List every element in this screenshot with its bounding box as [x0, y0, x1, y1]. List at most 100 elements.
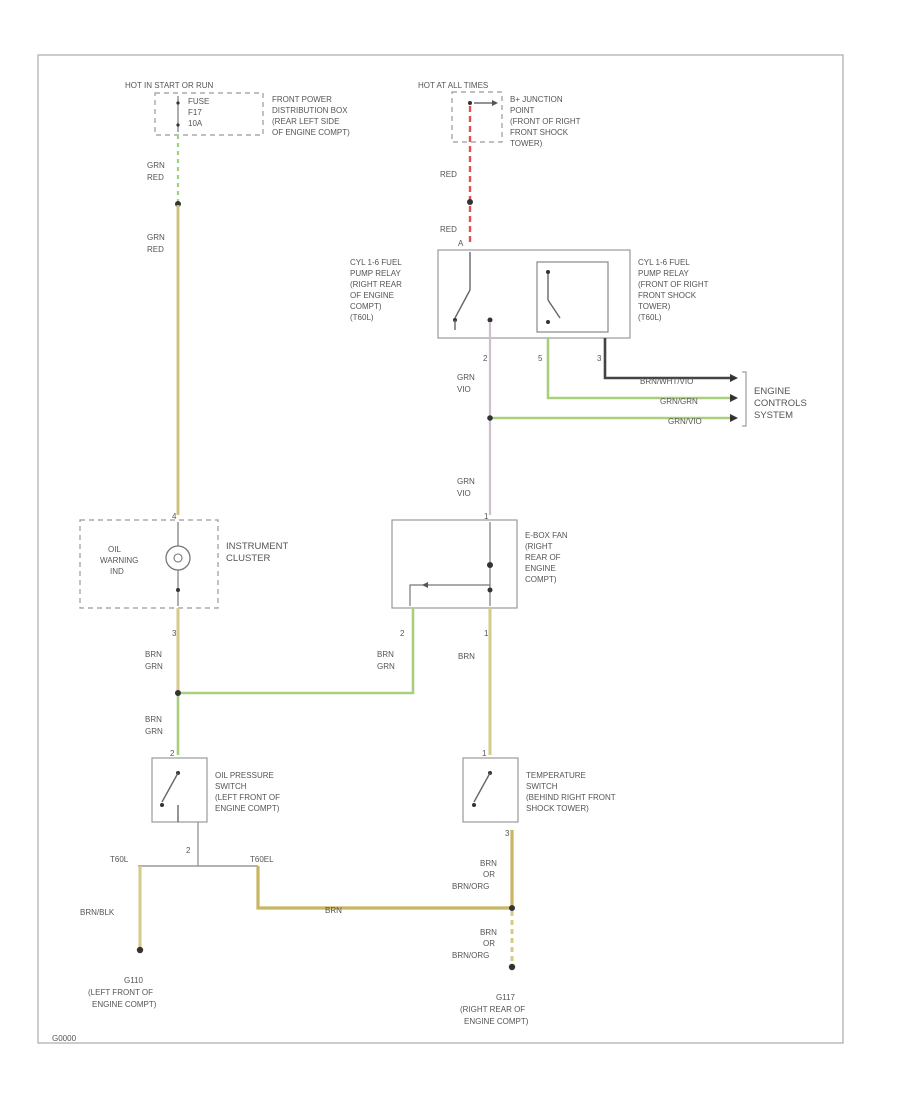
wire-label-brn-or-2a: BRN	[480, 928, 497, 937]
engine-wire-label-1: BRN/WHT/VIO	[640, 377, 693, 386]
engine-wire-label-2: GRN/GRN	[660, 397, 698, 406]
ebox-fan-desc-4: ENGINE	[525, 564, 556, 573]
pin-label: 1	[484, 629, 489, 638]
fuse-box-desc-1: FRONT POWER	[272, 95, 332, 104]
pin-label: 2	[400, 629, 405, 638]
relay-right-desc-4: FRONT SHOCK	[638, 291, 697, 300]
ebox-fan-box	[391, 519, 518, 609]
wire-label-grn-red-1a: GRN	[147, 161, 165, 170]
ground-left-3: ENGINE COMPT)	[92, 1000, 157, 1009]
wire-label-brn-or-2c: BRN/ORG	[452, 951, 489, 960]
pin-label: 2	[170, 749, 175, 758]
pin-label: 3	[597, 354, 602, 363]
wire-label-grn-red-2a: GRN	[147, 233, 165, 242]
splice-dot	[509, 905, 515, 911]
oil-switch-desc-1: OIL PRESSURE	[215, 771, 274, 780]
pin-label: A	[458, 239, 464, 248]
fuse-icon	[176, 96, 180, 132]
temperature-switch-icon	[472, 771, 492, 807]
arrow-icon	[730, 374, 738, 382]
wire-label-brn-or-1b: OR	[483, 870, 495, 879]
relay-left-desc-6: (T60L)	[350, 313, 374, 322]
instrument-cluster-2: CLUSTER	[226, 553, 270, 564]
oil-pressure-switch-box	[151, 757, 208, 823]
variant-label-left: T60L	[110, 855, 129, 864]
junction-desc-1: B+ JUNCTION	[510, 95, 563, 104]
wire-label-brn-grn-1b: GRN	[145, 662, 163, 671]
fuse-box-desc-2: DISTRIBUTION BOX	[272, 106, 348, 115]
fuse-box-desc-4: OF ENGINE COMPT)	[272, 128, 350, 137]
junction-desc-2: POINT	[510, 106, 535, 115]
ground-dot	[508, 963, 516, 971]
relay-right-desc-1: CYL 1-6 FUEL	[638, 258, 690, 267]
pin-label: 1	[484, 512, 489, 521]
wire-label-brn-right: BRN	[458, 652, 475, 661]
instrument-label-3: IND	[110, 567, 124, 576]
fuse-box-outline	[154, 92, 264, 136]
engine-controls-3: SYSTEM	[754, 410, 793, 421]
splice-dot	[175, 690, 181, 696]
wire-label-brn-or-2b: OR	[483, 939, 495, 948]
oil-switch-desc-2: SWITCH	[215, 782, 247, 791]
ground-right-3: ENGINE COMPT)	[464, 1017, 529, 1026]
temp-switch-desc-4: SHOCK TOWER)	[526, 804, 589, 813]
relay-terminal	[487, 317, 493, 323]
relay-left-desc-4: OF ENGINE	[350, 291, 394, 300]
pin-label: 4	[172, 512, 177, 521]
wire-label-red-2: RED	[440, 225, 457, 234]
diagram-frame	[37, 54, 844, 1044]
arrow-icon	[730, 414, 738, 422]
splice-dot	[487, 415, 493, 421]
relay-left-desc-5: COMPT)	[350, 302, 382, 311]
oil-switch-desc-4: ENGINE COMPT)	[215, 804, 280, 813]
oil-switch-desc-3: (LEFT FRONT OF	[215, 793, 280, 802]
fuel-pump-relay-box	[437, 249, 631, 339]
ground-left-1: G110	[124, 976, 144, 985]
wire-green-engine	[546, 338, 730, 400]
junction-desc-4: FRONT SHOCK	[510, 128, 569, 137]
relay-left-desc-3: (RIGHT REAR	[350, 280, 402, 289]
wire-brn-to-ground-right	[256, 866, 512, 910]
pin-label: 1	[482, 749, 487, 758]
engine-bracket	[742, 371, 747, 427]
relay-right-desc-3: (FRONT OF RIGHT	[638, 280, 709, 289]
junction-point-icon	[468, 100, 498, 106]
relay-left-desc-1: CYL 1-6 FUEL	[350, 258, 402, 267]
junction-outline	[451, 91, 503, 143]
wire-label-brn-grn-3b: GRN	[377, 662, 395, 671]
fuse-label-1: FUSE	[188, 97, 209, 106]
temperature-switch-box	[462, 757, 519, 823]
junction-desc-3: (FRONT OF RIGHT	[510, 117, 581, 126]
figure-id: G0000	[52, 1034, 77, 1043]
ebox-fan-desc-2: (RIGHT	[525, 542, 553, 551]
wire-black-engine	[603, 338, 730, 380]
pin-label: 3	[172, 629, 177, 638]
engine-controls-1: ENGINE	[754, 386, 790, 397]
relay-left-desc-2: PUMP RELAY	[350, 269, 401, 278]
instrument-cluster-1: INSTRUMENT	[226, 541, 288, 552]
fuse-label-3: 10A	[188, 119, 203, 128]
fuse-box-desc-3: (REAR LEFT SIDE	[272, 117, 339, 126]
wire-label-brn-blk: BRN/BLK	[80, 908, 115, 917]
pin-label: 2	[483, 354, 488, 363]
relay-right-desc-5: TOWER)	[638, 302, 671, 311]
oil-warning-lamp-icon	[165, 522, 191, 606]
ebox-fan-desc-3: REAR OF	[525, 553, 561, 562]
hot-left-label: HOT IN START OR RUN	[125, 81, 214, 90]
instrument-label-2: WARNING	[100, 556, 138, 565]
variant-label-right: T60EL	[250, 855, 274, 864]
fan-motor-icon	[409, 522, 493, 606]
ebox-fan-desc-1: E-BOX FAN	[525, 531, 568, 540]
relay-switch-icon	[453, 252, 471, 330]
wire-label-grn-vio-2b: VIO	[457, 489, 471, 498]
junction-desc-5: TOWER)	[510, 139, 543, 148]
wire-label-grn-red-2b: RED	[147, 245, 164, 254]
wire-label-grn-red-1b: RED	[147, 173, 164, 182]
ebox-fan-desc-5: COMPT)	[525, 575, 557, 584]
pin-label: 5	[538, 354, 543, 363]
wire-label-brn-grn-3a: BRN	[377, 650, 394, 659]
oil-pressure-switch-icon	[160, 771, 180, 822]
fuse-label-2: F17	[188, 108, 202, 117]
wire-green-fan	[178, 608, 415, 695]
